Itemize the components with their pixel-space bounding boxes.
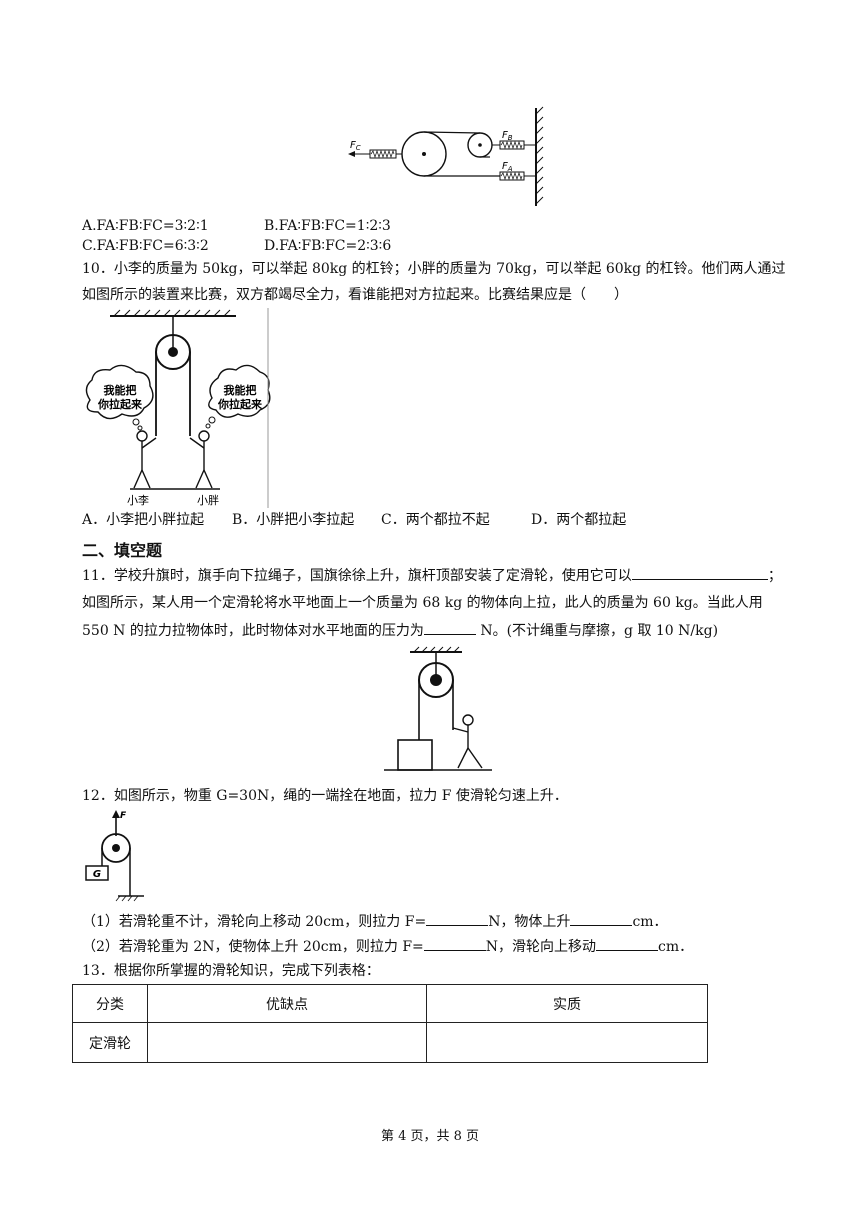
name-xiaoli: 小李: [127, 493, 149, 507]
q10-option-a: A．小李把小胖拉起: [82, 512, 205, 528]
q11-line3: 550 N 的拉力拉物体时，此时物体对水平地面的压力为 N。(不计绳重与摩擦，g…: [82, 620, 718, 641]
q9-option-d: D.FA∶FB∶FC=2∶3∶6: [264, 238, 392, 254]
q11-line2: 如图所示，某人用一个定滑轮将水平地面上一个质量为 68 kg 的物体向上拉，此人…: [82, 595, 763, 611]
q13-table: 分类 优缺点 实质 定滑轮: [72, 984, 708, 1063]
q12-blank1[interactable]: [426, 911, 489, 926]
q10-line2: 如图所示的装置来比赛，双方都竭尽全力，看谁能把对方拉起来。比赛结果应是（ ）: [82, 287, 628, 303]
right-bubble-line2: 你拉起来: [217, 397, 263, 411]
q13-line1: 13．根据你所掌握的滑轮知识，完成下列表格：: [82, 963, 380, 979]
fig-f-label: F: [120, 811, 127, 821]
cell-essence[interactable]: [426, 1022, 708, 1063]
q11-line3-text: 550 N 的拉力拉物体时，此时物体对水平地面的压力为: [82, 623, 424, 639]
q10-option-c: C．两个都拉不起: [381, 512, 490, 528]
q10-line1: 10．小李的质量为 50kg，可以举起 80kg 的杠铃；小胖的质量为 70kg…: [82, 261, 786, 277]
q10-tug-figure: 我能把 你拉起来 我能把 你拉起来 小李 小胖: [85, 308, 271, 508]
right-bubble-line1: 我能把: [224, 383, 257, 397]
left-bubble-line1: 我能把: [104, 383, 137, 397]
table-header-row: 分类 优缺点 实质: [72, 984, 708, 1023]
q9-option-b: B.FA∶FB∶FC=1∶2∶3: [264, 218, 391, 234]
q12-sub2-b: N，滑轮向上移动: [485, 939, 597, 955]
header-essence: 实质: [426, 984, 708, 1023]
q11-line1: 11．学校升旗时，旗手向下拉绳子，国旗徐徐上升，旗杆顶部安装了定滑轮，使用它可以…: [82, 565, 782, 586]
cell-category: 定滑轮: [72, 1022, 148, 1063]
name-xiaopang: 小胖: [197, 494, 219, 507]
q9-option-a: A.FA∶FB∶FC=3∶2∶1: [82, 218, 209, 234]
q12-blank4[interactable]: [596, 936, 659, 951]
cell-pros-cons[interactable]: [147, 1022, 427, 1063]
header-pros-cons: 优缺点: [147, 984, 427, 1023]
q12-line1: 12．如图所示，物重 G=30N，绳的一端拴在地面，拉力 F 使滑轮匀速上升．: [82, 788, 568, 804]
section-title: 二、填空题: [82, 541, 163, 560]
page-footer: 第 4 页，共 8 页: [380, 1129, 480, 1144]
q9-pulley-figure: FC FB FA: [348, 106, 544, 206]
q12-sub2-c: cm．: [658, 939, 694, 955]
left-bubble-line2: 你拉起来: [97, 397, 143, 411]
q11-line1-end: ；: [767, 568, 782, 584]
q12-blank3[interactable]: [423, 936, 486, 951]
q10-option-b: B．小胖把小李拉起: [232, 512, 355, 528]
fa-label: FA: [502, 161, 513, 173]
q12-pulley-figure: F G: [85, 810, 144, 902]
header-category: 分类: [72, 984, 148, 1023]
fig-g-label: G: [93, 869, 101, 880]
table-row: 定滑轮: [72, 1022, 708, 1063]
q10-option-d: D．两个都拉起: [531, 512, 627, 528]
q12-sub2-a: （2）若滑轮重为 2N，使物体上升 20cm，则拉力 F=: [82, 939, 424, 955]
q12-sub1-a: （1）若滑轮重不计，滑轮向上移动 20cm，则拉力 F=: [82, 914, 427, 930]
q12-sub2: （2）若滑轮重为 2N，使物体上升 20cm，则拉力 F= N，滑轮向上移动 cm．: [82, 936, 693, 957]
fc-label: FC: [350, 140, 361, 152]
q11-pulley-figure: [384, 646, 492, 771]
q12-sub1: （1）若滑轮重不计，滑轮向上移动 20cm，则拉力 F= N，物体上升 cm．: [82, 911, 668, 932]
q9-option-c: C.FA∶FB∶FC=6∶3∶2: [82, 238, 209, 254]
q12-sub1-c: cm．: [632, 914, 668, 930]
q11-line1-text: 11．学校升旗时，旗手向下拉绳子，国旗徐徐上升，旗杆顶部安装了定滑轮，使用它可以: [82, 568, 632, 584]
q12-blank2[interactable]: [570, 911, 633, 926]
fb-label: FB: [502, 130, 513, 142]
q11-line3-end: N。(不计绳重与摩擦，g 取 10 N/kg): [475, 623, 719, 639]
q11-blank2[interactable]: [423, 620, 476, 635]
q11-blank1[interactable]: [631, 565, 768, 580]
q12-sub1-b: N，物体上升: [488, 914, 571, 930]
